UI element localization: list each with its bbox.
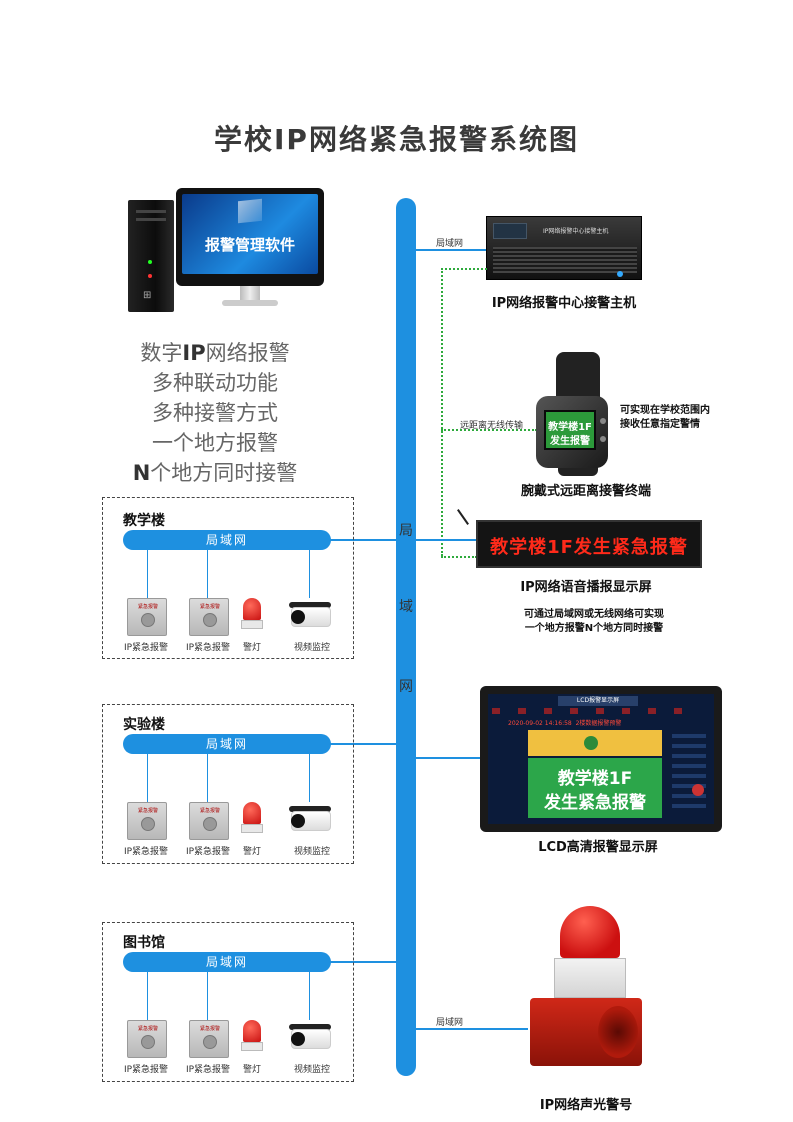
feature-line: N个地方同时接警 [132, 461, 298, 485]
feature-line: 多种联动功能 [152, 371, 278, 395]
windows-logo-icon [238, 198, 262, 224]
device-label: 视频监控 [293, 643, 330, 653]
building-name: 教学楼 [123, 513, 165, 529]
lcd-status: 2楼数据报警预警 [575, 720, 622, 727]
emergency-button: 紧急报警 [127, 1020, 167, 1058]
siren-lamp [560, 906, 620, 958]
lcd-display: LCD报警显示屏 2020-09-02 14:16:58 2楼数据报警预警 教学… [480, 686, 722, 832]
building-lan: 局域网 [123, 734, 331, 754]
emergency-button: 紧急报警 [189, 1020, 229, 1058]
device-label: 警灯 [242, 847, 261, 857]
speaker-icon [598, 1006, 638, 1058]
building-box-lab: 实验楼 局域网 紧急报警 紧急报警 IP紧急报警 IP紧急报警 警灯 视频监控 [102, 704, 354, 864]
push-button-icon [203, 613, 217, 627]
mid-note: 可通过局域网或无线网络可实现 一个地方报警N个地方同时接警 [524, 609, 664, 634]
warning-light-icon [241, 802, 263, 833]
device-label: 警灯 [242, 643, 261, 653]
pc-monitor: 报警管理软件 [176, 188, 324, 286]
windows-logo-icon: ⊞ [143, 290, 152, 301]
diagram-title: 学校IP网络紧急报警系统图 [214, 123, 579, 156]
led-caption: IP网络语音播报显示屏 [520, 580, 652, 595]
watch-note: 可实现在学校范围内 接收任意指定警情 [620, 405, 710, 430]
building-name: 实验楼 [123, 717, 165, 733]
warning-light-icon [241, 1020, 263, 1051]
link-label: 局域网 [436, 239, 464, 249]
emergency-button: 紧急报警 [127, 598, 167, 636]
monitor-screen: 报警管理软件 [182, 194, 318, 274]
bus-label-char: 域 [399, 599, 413, 615]
push-button-icon [141, 613, 155, 627]
device-label: 视频监控 [293, 1065, 330, 1075]
device-label: IP紧急报警 [185, 643, 231, 653]
building-lan: 局域网 [123, 952, 331, 972]
device-label: 视频监控 [293, 847, 330, 857]
feature-line: 一个地方报警 [152, 431, 278, 455]
device-label: IP紧急报警 [185, 1065, 231, 1075]
building-box-teaching: 教学楼 局域网 紧急报警 紧急报警 IP紧急报警 IP紧急报警 警灯 视频监控 [102, 497, 354, 659]
link-label: 局域网 [436, 1018, 464, 1028]
lan-bus [396, 198, 416, 1076]
lcd-status-bar [528, 730, 662, 756]
antenna-icon [457, 509, 469, 525]
device-label: IP紧急报警 [185, 847, 231, 857]
building-box-library: 图书馆 局域网 紧急报警 紧急报警 IP紧急报警 IP紧急报警 警灯 视频监控 [102, 922, 354, 1082]
push-button-icon [203, 817, 217, 831]
feature-line: 数字IP网络报警 [140, 341, 290, 365]
device-label: IP紧急报警 [123, 1065, 169, 1075]
feature-line: 多种接警方式 [152, 401, 278, 425]
camera-icon [289, 806, 333, 834]
device-label: 警灯 [242, 1065, 261, 1075]
bus-label-char: 局 [399, 523, 413, 539]
watch-caption: 腕戴式远距离接警终端 [520, 484, 651, 499]
device-label: IP紧急报警 [123, 847, 169, 857]
pc-tower: ⊞ [128, 200, 174, 312]
bus-label-char: 网 [399, 679, 413, 695]
emergency-button: 紧急报警 [189, 598, 229, 636]
push-button-icon [203, 1035, 217, 1049]
host-caption: IP网络报警中心接警主机 [491, 296, 637, 311]
building-name: 图书馆 [123, 935, 165, 951]
lcd-alert-panel: 教学楼1F 发生紧急报警 [528, 758, 662, 818]
push-button-icon [141, 1035, 155, 1049]
led-display: 教学楼1F发生紧急报警 [476, 520, 702, 568]
lcd-header: LCD报警显示屏 [558, 696, 638, 706]
camera-icon [289, 602, 333, 630]
building-lan: 局域网 [123, 530, 331, 550]
device-label: IP紧急报警 [123, 643, 169, 653]
siren-horn [530, 998, 642, 1066]
watch-strap [556, 352, 600, 402]
link-label: 远距离无线传输 [460, 421, 524, 431]
watch-terminal: 教学楼1F 发生报警 [536, 396, 608, 468]
host-panel-label: IP网络报警中心接警主机 [543, 228, 609, 235]
emergency-button: 紧急报警 [189, 802, 229, 840]
software-name: 报警管理软件 [204, 236, 295, 254]
led-text: 教学楼1F发生紧急报警 [490, 537, 688, 558]
lcd-screen: LCD报警显示屏 2020-09-02 14:16:58 2楼数据报警预警 教学… [488, 694, 714, 824]
push-button-icon [141, 817, 155, 831]
lcd-datetime: 2020-09-02 14:16:58 [508, 720, 572, 727]
watch-screen: 教学楼1F 发生报警 [544, 410, 596, 450]
warning-light-icon [241, 598, 263, 629]
wireless-link [441, 268, 443, 556]
feature-list: 数字IP网络报警 多种联动功能 多种接警方式 一个地方报警 N个地方同时接警 [100, 338, 330, 488]
alarm-host-device: IP网络报警中心接警主机 [486, 216, 642, 280]
lcd-caption: LCD高清报警显示屏 [538, 840, 658, 855]
camera-icon [289, 1024, 333, 1052]
emergency-button: 紧急报警 [127, 802, 167, 840]
siren-caption: IP网络声光警号 [539, 1098, 633, 1113]
